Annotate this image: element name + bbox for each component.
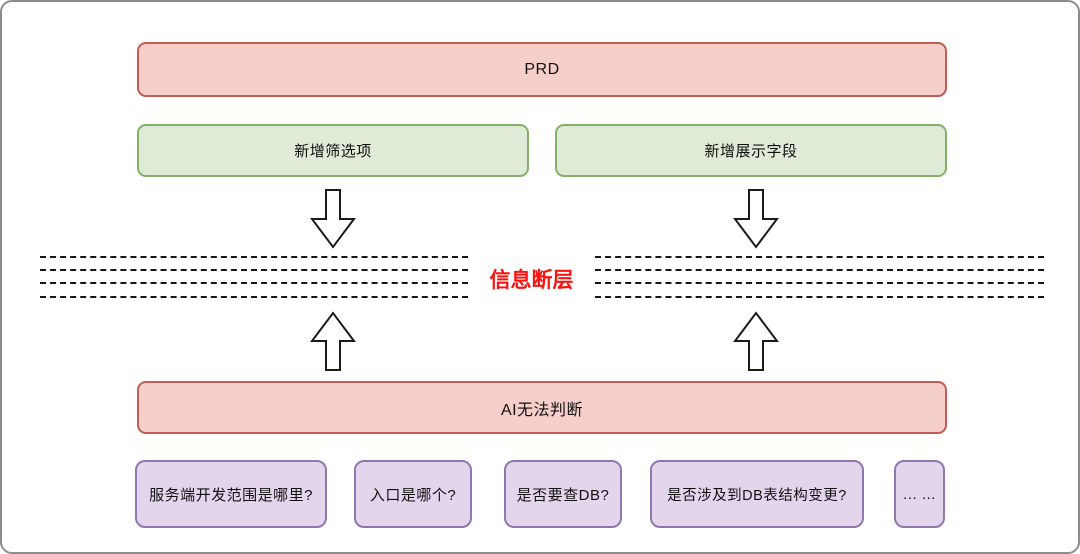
up-block-arrow-icon (733, 311, 779, 371)
dashed-line (595, 282, 1044, 284)
ai-box-label: AI无法判断 (500, 401, 584, 419)
down-block-arrow-icon (310, 189, 356, 249)
dashed-line (595, 269, 1044, 271)
question-box-query-db: 是否要查DB? (504, 460, 622, 528)
dashed-line (40, 256, 468, 258)
dashed-line (595, 296, 1044, 298)
information-gap-label: 信息断层 (489, 269, 574, 292)
question-box-entry-point: 入口是哪个? (354, 460, 472, 528)
down-block-arrow-icon (733, 189, 779, 249)
question-box-label: ... ... (903, 485, 936, 503)
question-box-label: 服务端开发范围是哪里? (149, 486, 313, 504)
question-box-label: 是否要查DB? (516, 486, 610, 504)
branch-box-label: 新增筛选项 (294, 143, 372, 160)
ai-cannot-judge-box: AI无法判断 (137, 381, 947, 434)
question-box-label: 入口是哪个? (369, 486, 457, 504)
question-box-label: 是否涉及到DB表结构变更? (667, 487, 847, 504)
up-block-arrow-icon (310, 311, 356, 371)
question-box-server-scope: 服务端开发范围是哪里? (135, 460, 327, 528)
dashed-line (40, 282, 468, 284)
dashed-line (595, 256, 1044, 258)
question-box-db-schema-change: 是否涉及到DB表结构变更? (650, 460, 864, 528)
branch-box-label: 新增展示字段 (704, 143, 798, 160)
prd-box-label: PRD (524, 60, 560, 78)
question-box-ellipsis: ... ... (894, 460, 945, 528)
branch-box-new-display-field: 新增展示字段 (555, 124, 947, 177)
prd-box: PRD (137, 42, 947, 97)
dashed-line (40, 269, 468, 271)
branch-box-new-filter: 新增筛选项 (137, 124, 529, 177)
dashed-line (40, 296, 468, 298)
